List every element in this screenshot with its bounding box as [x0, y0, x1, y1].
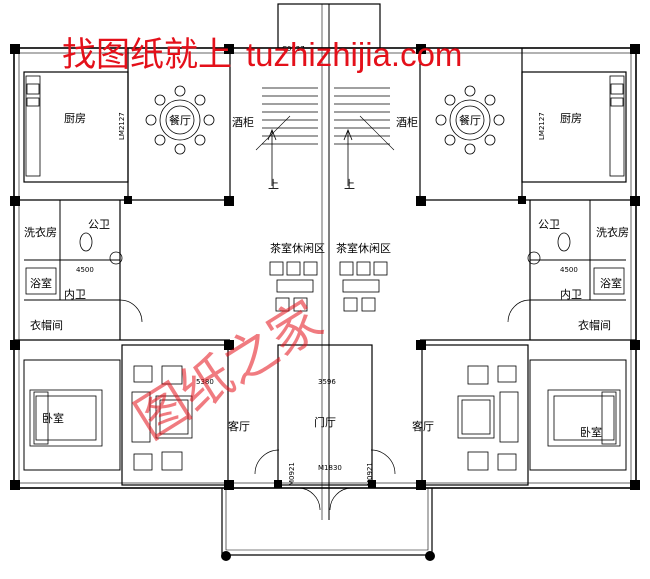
label-cloak-left: 衣帽间	[30, 318, 63, 332]
dim-foyer-width: 3596	[318, 378, 336, 386]
kitchen-counter-left	[25, 75, 41, 177]
columns	[10, 44, 640, 561]
dim-side-door-left: M0921	[288, 462, 296, 486]
label-stair-up-right: 上	[344, 178, 355, 191]
label-dining-left: 餐厅	[169, 113, 191, 127]
dim-main-door: M1830	[318, 464, 342, 472]
dimension-labels: C0927 LM2127 LM2127 4500 4500 5380 3596 …	[76, 45, 578, 486]
label-tea-left: 茶室休闲区	[270, 241, 325, 255]
label-shower-left: 浴室	[30, 276, 52, 290]
kitchen-counter-right	[609, 75, 625, 177]
label-wine-left: 酒柜	[232, 116, 254, 129]
dining-table-left	[145, 85, 215, 155]
label-living-right: 客厅	[412, 419, 434, 433]
stair-treads-right	[334, 87, 390, 145]
bath-fixtures	[25, 232, 625, 295]
sofa-set-right	[457, 365, 519, 471]
label-public-bath-left: 公卫	[88, 218, 110, 231]
watermark-top-cn: 找图纸就上	[62, 35, 232, 75]
label-kitchen-left: 厨房	[64, 112, 86, 125]
stair-treads-left	[262, 87, 318, 145]
label-laundry-left: 洗衣房	[24, 225, 57, 239]
watermark-top-latin: tuzhizhijia.com	[246, 36, 462, 73]
dim-kitchen-win-left: LM2127	[118, 112, 126, 140]
dining-table-right	[435, 85, 505, 155]
dim-top-door: C0927	[282, 45, 305, 53]
bed-right	[547, 389, 621, 447]
label-inner-bath-left: 内卫	[64, 287, 86, 301]
label-shower-right: 浴室	[600, 276, 622, 290]
room-labels: 厨房 厨房 餐厅 餐厅 酒柜 酒柜 公卫 公卫 洗衣房 洗衣房 浴室 浴室 内卫…	[24, 112, 629, 439]
label-public-bath-right: 公卫	[538, 218, 560, 231]
label-foyer: 门厅	[314, 415, 336, 429]
staircase	[255, 87, 395, 186]
dim-side-door-right: M0921	[366, 462, 374, 486]
walls	[13, 3, 637, 556]
dim-kitchen-win-right: LM2127	[538, 112, 546, 140]
label-dining-right: 餐厅	[459, 113, 481, 127]
door-swings	[119, 299, 531, 511]
tea-tables	[269, 261, 388, 312]
label-wine-right: 酒柜	[396, 116, 418, 129]
bed-left	[29, 389, 103, 447]
label-tea-right: 茶室休闲区	[336, 241, 391, 255]
label-cloak-right: 衣帽间	[578, 318, 611, 332]
dim-living-width: 5380	[196, 378, 214, 386]
label-stair-up-left: 上	[268, 178, 279, 191]
dim-bath-right: 4500	[560, 266, 578, 274]
label-bedroom-right: 卧室	[580, 425, 602, 439]
label-inner-bath-right: 内卫	[560, 287, 582, 301]
sofa-set-left	[131, 365, 193, 471]
label-laundry-right: 洗衣房	[596, 225, 629, 239]
label-kitchen-right: 厨房	[560, 112, 582, 125]
label-living-left: 客厅	[228, 419, 250, 433]
dim-bath-left: 4500	[76, 266, 94, 274]
label-bedroom-left: 卧室	[42, 411, 64, 425]
